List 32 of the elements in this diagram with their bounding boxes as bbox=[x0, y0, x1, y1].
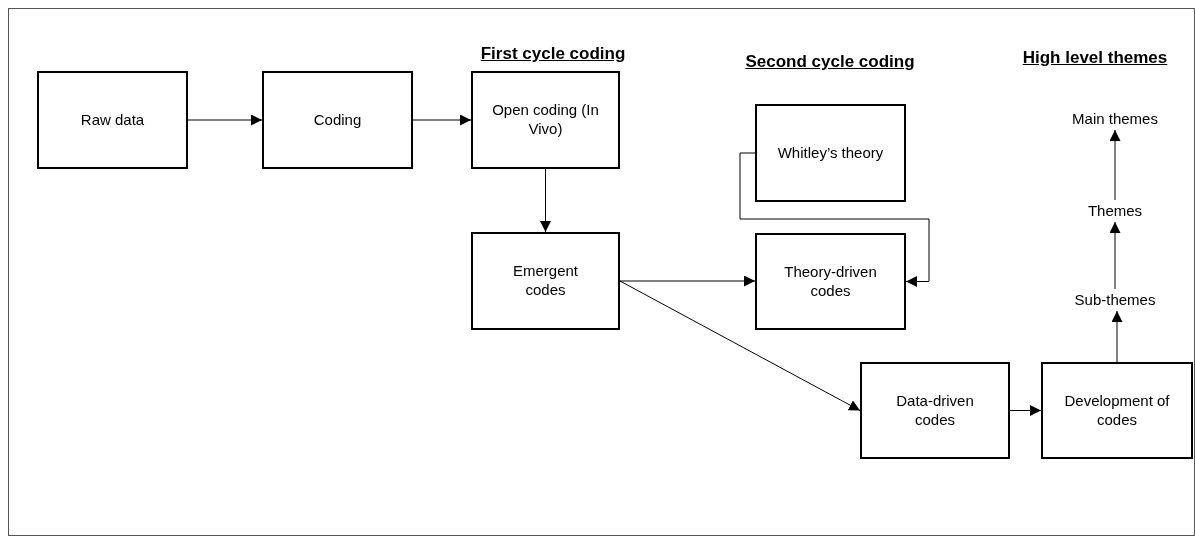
arrow bbox=[1009, 405, 1042, 416]
process-box bbox=[37, 71, 188, 169]
arrow bbox=[619, 275, 756, 287]
box-label: Data-driven codes bbox=[895, 391, 975, 430]
arrow bbox=[1109, 129, 1121, 201]
box-label: Coding bbox=[313, 110, 362, 130]
arrow bbox=[739, 152, 930, 287]
process-box bbox=[1041, 362, 1193, 459]
process-box bbox=[755, 104, 906, 202]
node-label: Themes bbox=[1080, 200, 1150, 222]
process-box bbox=[471, 71, 620, 169]
arrow bbox=[412, 114, 472, 126]
box-label: Open coding (In Vivo) bbox=[491, 101, 600, 139]
column-heading: High level themes bbox=[1022, 48, 1168, 68]
column-heading: Second cycle coding bbox=[745, 52, 915, 72]
column-heading: First cycle coding bbox=[480, 44, 626, 64]
process-box bbox=[262, 71, 413, 169]
process-box bbox=[860, 362, 1010, 459]
process-box bbox=[755, 233, 906, 330]
node-label: Sub-themes bbox=[1065, 289, 1165, 311]
arrow bbox=[1111, 310, 1123, 363]
process-box bbox=[471, 232, 620, 330]
box-label: Whitley’s theory bbox=[777, 143, 884, 163]
box-label: Raw data bbox=[80, 110, 145, 130]
box-label: Development of codes bbox=[1063, 391, 1171, 430]
node-label: Main themes bbox=[1060, 108, 1170, 130]
arrow bbox=[540, 168, 551, 233]
arrow bbox=[187, 114, 263, 126]
arrow bbox=[619, 280, 861, 411]
box-label: Theory-driven codes bbox=[783, 262, 878, 301]
arrow bbox=[1109, 221, 1121, 290]
box-label: Emergent codes bbox=[511, 262, 579, 300]
